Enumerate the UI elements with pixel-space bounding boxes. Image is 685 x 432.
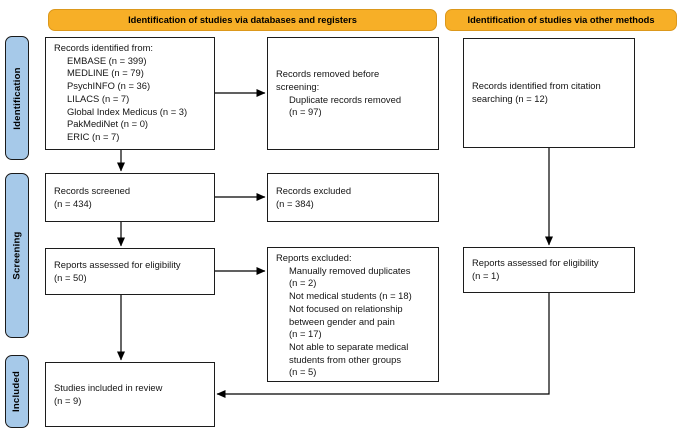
box-line: Reports excluded:	[276, 252, 352, 263]
header-databases-registers: Identification of studies via databases …	[48, 9, 437, 31]
studies-included-box: Studies included in review (n = 9)	[45, 362, 215, 427]
box-line: (n = 1)	[472, 270, 500, 281]
reports-excluded-box: Reports excluded: Manually removed dupli…	[267, 247, 439, 382]
box-line: PakMediNet (n = 0)	[67, 118, 149, 130]
box-line: (n = 17)	[289, 328, 322, 340]
box-line: LILACS (n = 7)	[67, 92, 130, 104]
box-line: Records screened	[54, 184, 131, 196]
stage-included: Included	[5, 355, 29, 428]
box-line: (n = 5)	[289, 366, 317, 378]
stage-screening: Screening	[5, 173, 29, 338]
box-line: Reports assessed for eligibility	[472, 257, 599, 269]
reports-assessed-databases-box: Reports assessed for eligibility (n = 50…	[45, 248, 215, 295]
box-line: Duplicate records removed	[289, 93, 402, 105]
box-line: Reports assessed for eligibility	[54, 258, 181, 270]
box-line: Records identified from:	[54, 42, 154, 53]
box-line: Records identified from citation	[472, 80, 601, 92]
stage-included-label: Included	[11, 370, 23, 413]
box-line: (n = 434)	[54, 197, 92, 209]
box-line: (n = 2)	[289, 277, 317, 289]
stage-identification: Identification	[5, 36, 29, 160]
box-line: Not able to separate medical	[289, 340, 409, 352]
box-line: Not focused on relationship	[289, 302, 403, 314]
box-line: students from other groups	[289, 353, 402, 365]
box-line: Records excluded	[276, 184, 352, 196]
box-line: EMBASE (n = 399)	[67, 54, 147, 66]
box-line: Not medical students (n = 18)	[289, 290, 412, 302]
box-line: Records removed before	[276, 68, 380, 80]
box-line: Global Index Medicus (n = 3)	[67, 105, 188, 117]
box-line: Studies included in review	[54, 381, 163, 393]
box-line: PsychINFO (n = 36)	[67, 80, 151, 92]
box-line: between gender and pain	[289, 315, 395, 327]
stage-screening-label: Screening	[11, 231, 23, 280]
citation-records-box: Records identified from citation searchi…	[463, 38, 635, 148]
records-screened-box: Records screened (n = 434)	[45, 173, 215, 222]
box-line: (n = 97)	[289, 106, 322, 118]
box-line: screening:	[276, 80, 320, 92]
box-line: searching (n = 12)	[472, 93, 548, 104]
box-line: (n = 384)	[276, 197, 314, 209]
records-removed-box: Records removed before screening: Duplic…	[267, 37, 439, 150]
records-excluded-box: Records excluded (n = 384)	[267, 173, 439, 222]
box-line: Manually removed duplicates	[289, 264, 411, 276]
stage-identification-label: Identification	[11, 66, 23, 130]
records-identified-box: Records identified from: EMBASE (n = 399…	[45, 37, 215, 150]
box-line: (n = 9)	[54, 394, 82, 406]
box-line: (n = 50)	[54, 271, 87, 283]
reports-assessed-other-box: Reports assessed for eligibility (n = 1)	[463, 247, 635, 293]
box-line: ERIC (n = 7)	[67, 130, 120, 142]
header-other-methods: Identification of studies via other meth…	[445, 9, 677, 31]
box-line: MEDLINE (n = 79)	[67, 67, 144, 79]
